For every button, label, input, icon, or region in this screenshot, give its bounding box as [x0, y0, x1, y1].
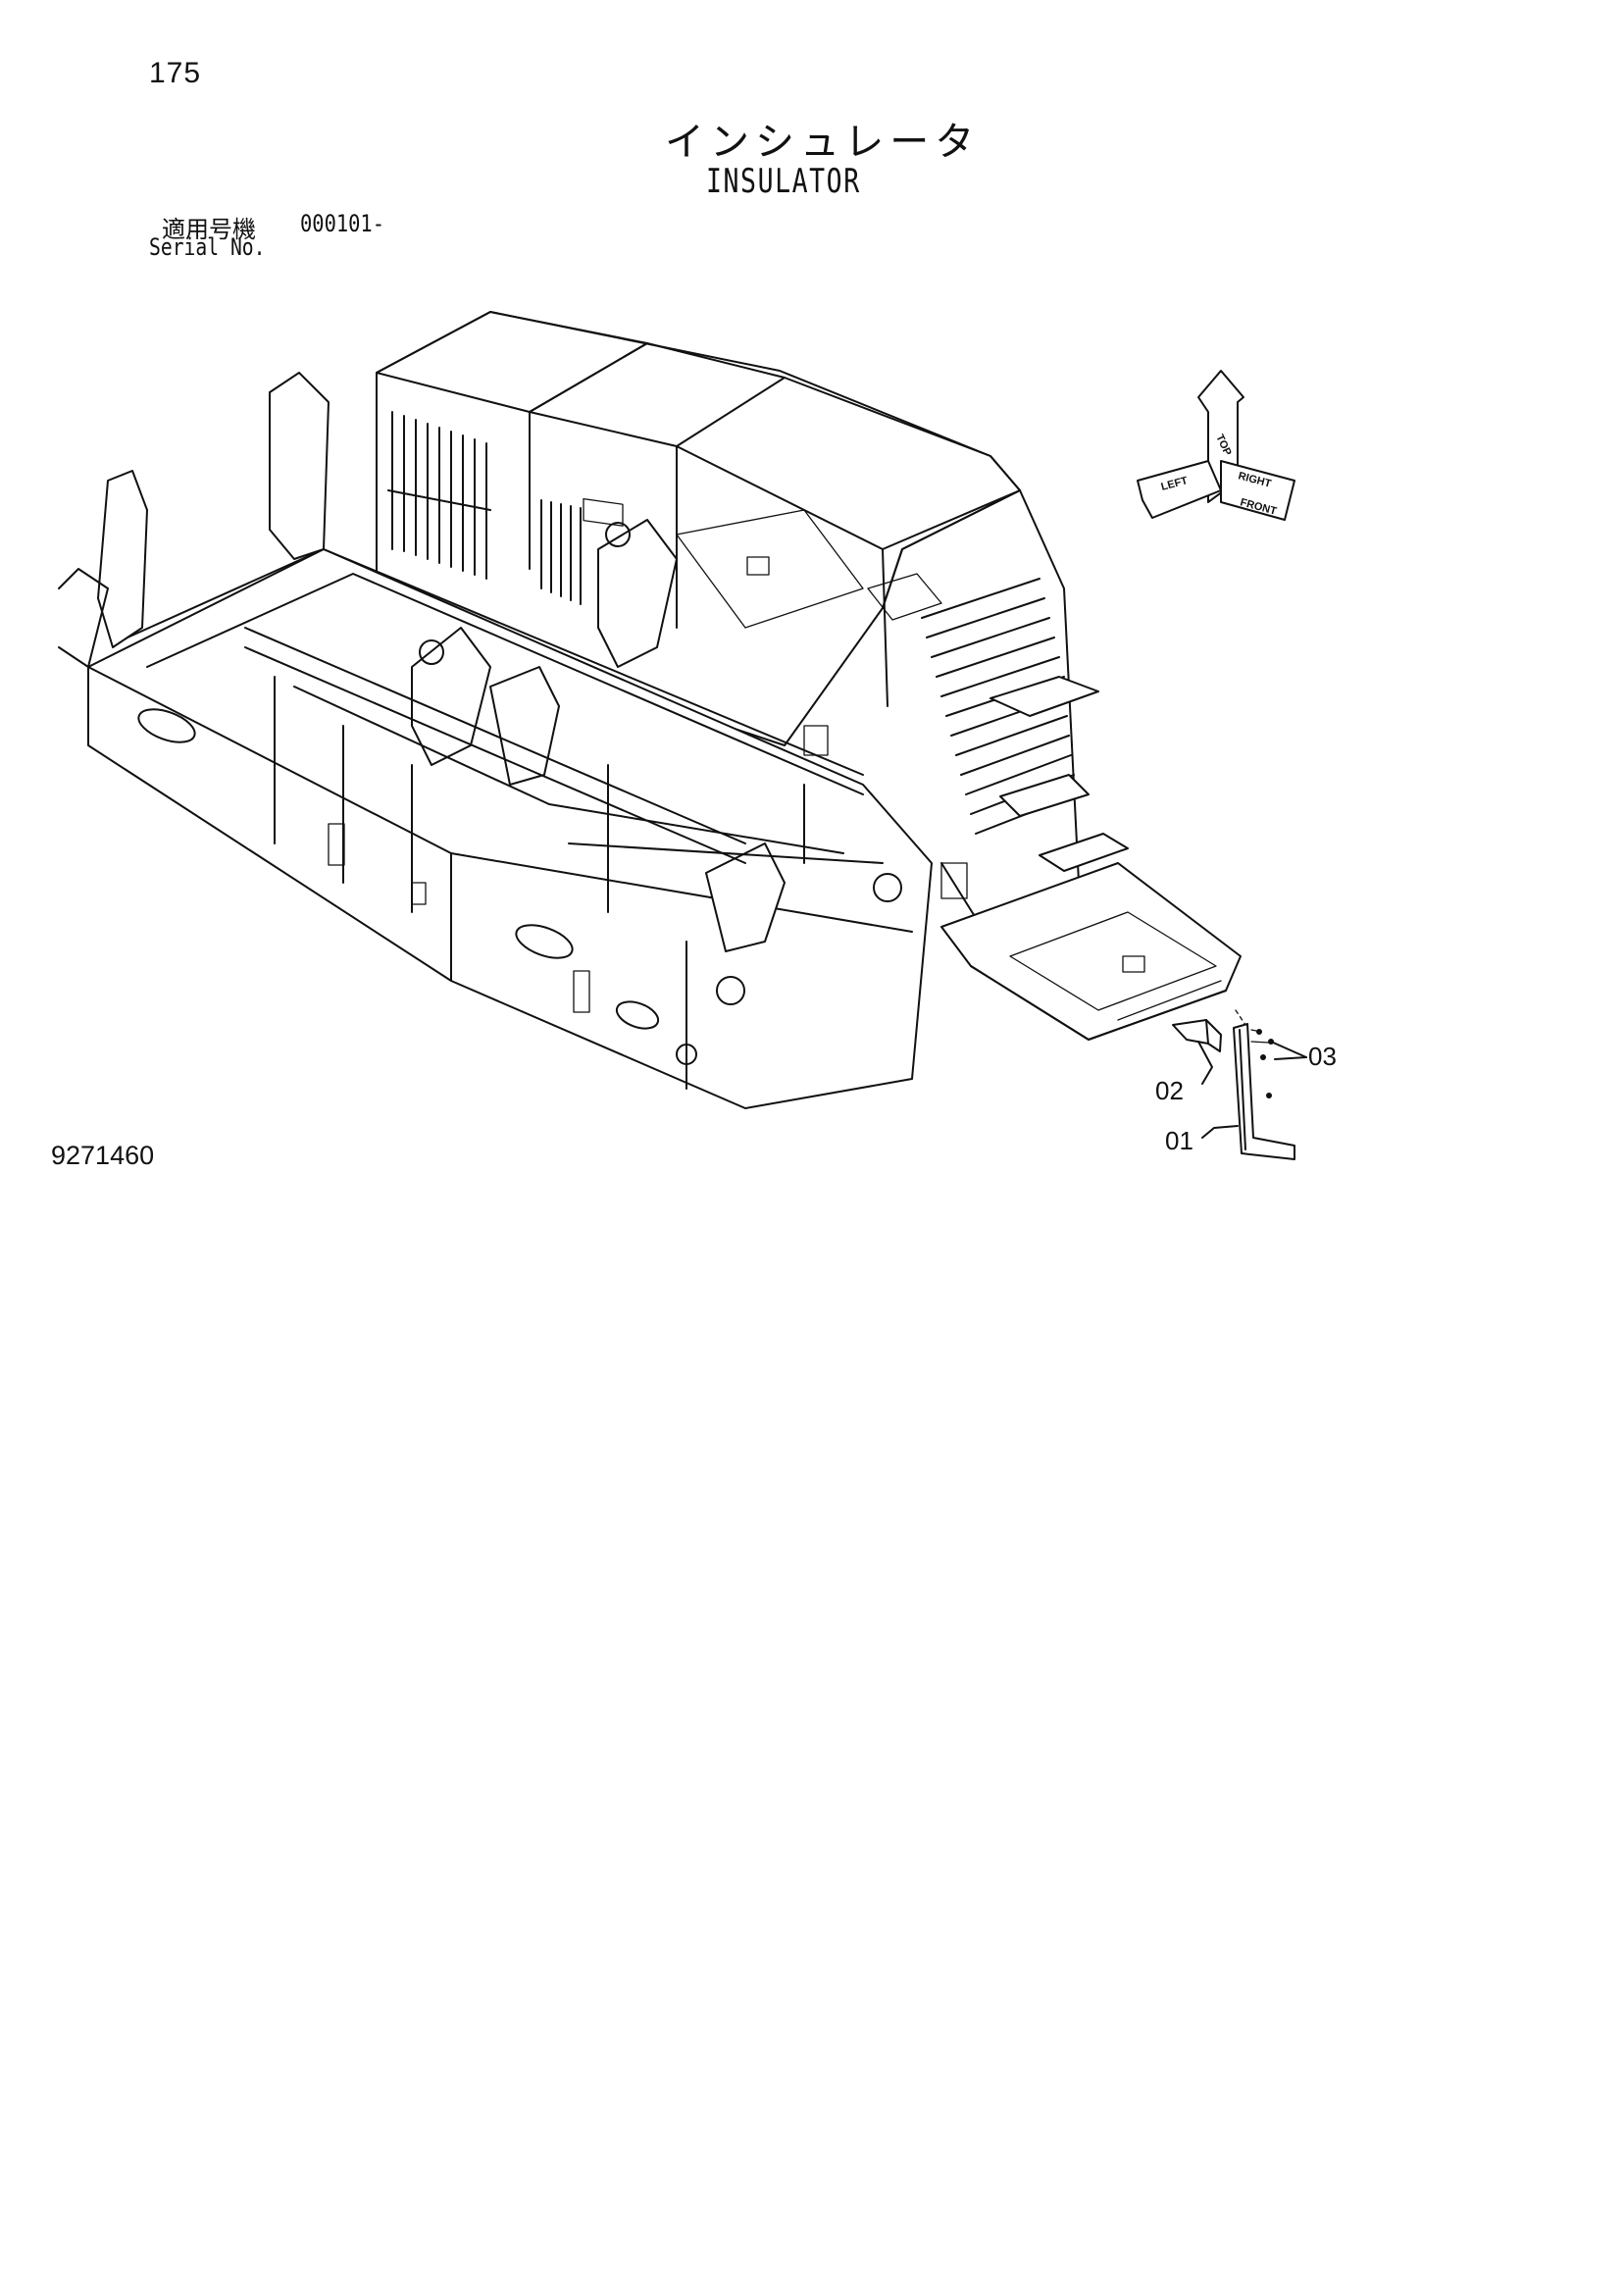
callout-01: 01 — [1165, 1126, 1193, 1155]
callout-leaders — [1197, 1041, 1307, 1139]
figure-number: 9271460 — [51, 1141, 155, 1170]
serial-range: 000101- — [300, 210, 384, 237]
machinery-housing — [376, 311, 1242, 1041]
revolving-frame — [58, 372, 968, 1109]
serial-label-english: Serial No. — [149, 233, 266, 261]
exploded-view-drawing: TOP LEFT RIGHT FRONT — [58, 311, 1307, 1160]
page-number: 175 — [149, 57, 202, 89]
page-title-japanese: インシュレータ — [665, 120, 981, 165]
serial-label-japanese: 適用号機 — [162, 216, 256, 243]
callout-02: 02 — [1155, 1076, 1184, 1105]
orientation-symbol: TOP LEFT RIGHT FRONT — [1137, 370, 1295, 521]
page-title-english: INSULATOR — [706, 162, 861, 201]
callout-03: 03 — [1308, 1042, 1337, 1071]
